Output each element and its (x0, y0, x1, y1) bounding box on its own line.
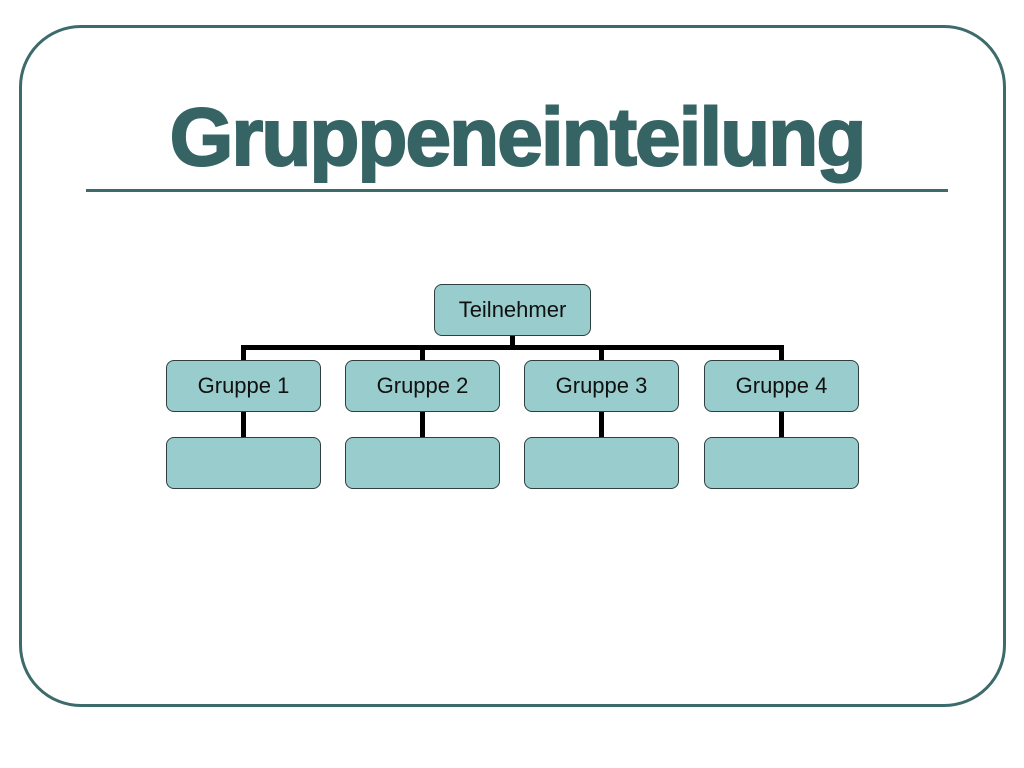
connector-group-3-up (599, 345, 604, 361)
slide-title: Gruppeneinteilung (169, 91, 868, 184)
org-node-group-3[interactable]: Gruppe 3 (524, 360, 679, 412)
org-node-group-1-child[interactable] (166, 437, 321, 489)
org-node-group-1-label: Gruppe 1 (197, 373, 290, 398)
connector-group-4-down (779, 411, 784, 438)
org-node-root-label: Teilnehmer (458, 297, 567, 322)
connector-group-2-down (420, 411, 425, 438)
org-node-group-2-label: Gruppe 2 (376, 373, 469, 398)
org-node-group-3-label: Gruppe 3 (555, 373, 648, 398)
org-node-group-2[interactable]: Gruppe 2 (345, 360, 500, 412)
org-node-group-4-label: Gruppe 4 (735, 373, 828, 398)
org-node-group-3-child[interactable] (524, 437, 679, 489)
connector-root-down (510, 334, 515, 349)
org-node-group-2-child[interactable] (345, 437, 500, 489)
org-node-root[interactable]: Teilnehmer (434, 284, 591, 336)
org-node-group-1[interactable]: Gruppe 1 (166, 360, 321, 412)
org-node-group-4-child[interactable] (704, 437, 859, 489)
connector-group-1-up (241, 345, 246, 361)
connector-horizontal-bar (241, 345, 784, 350)
connector-group-3-down (599, 411, 604, 438)
connector-group-2-up (420, 345, 425, 361)
connector-group-1-down (241, 411, 246, 438)
org-node-group-4[interactable]: Gruppe 4 (704, 360, 859, 412)
slide-frame (19, 25, 1006, 707)
connector-group-4-up (779, 345, 784, 361)
title-underline (86, 189, 948, 192)
